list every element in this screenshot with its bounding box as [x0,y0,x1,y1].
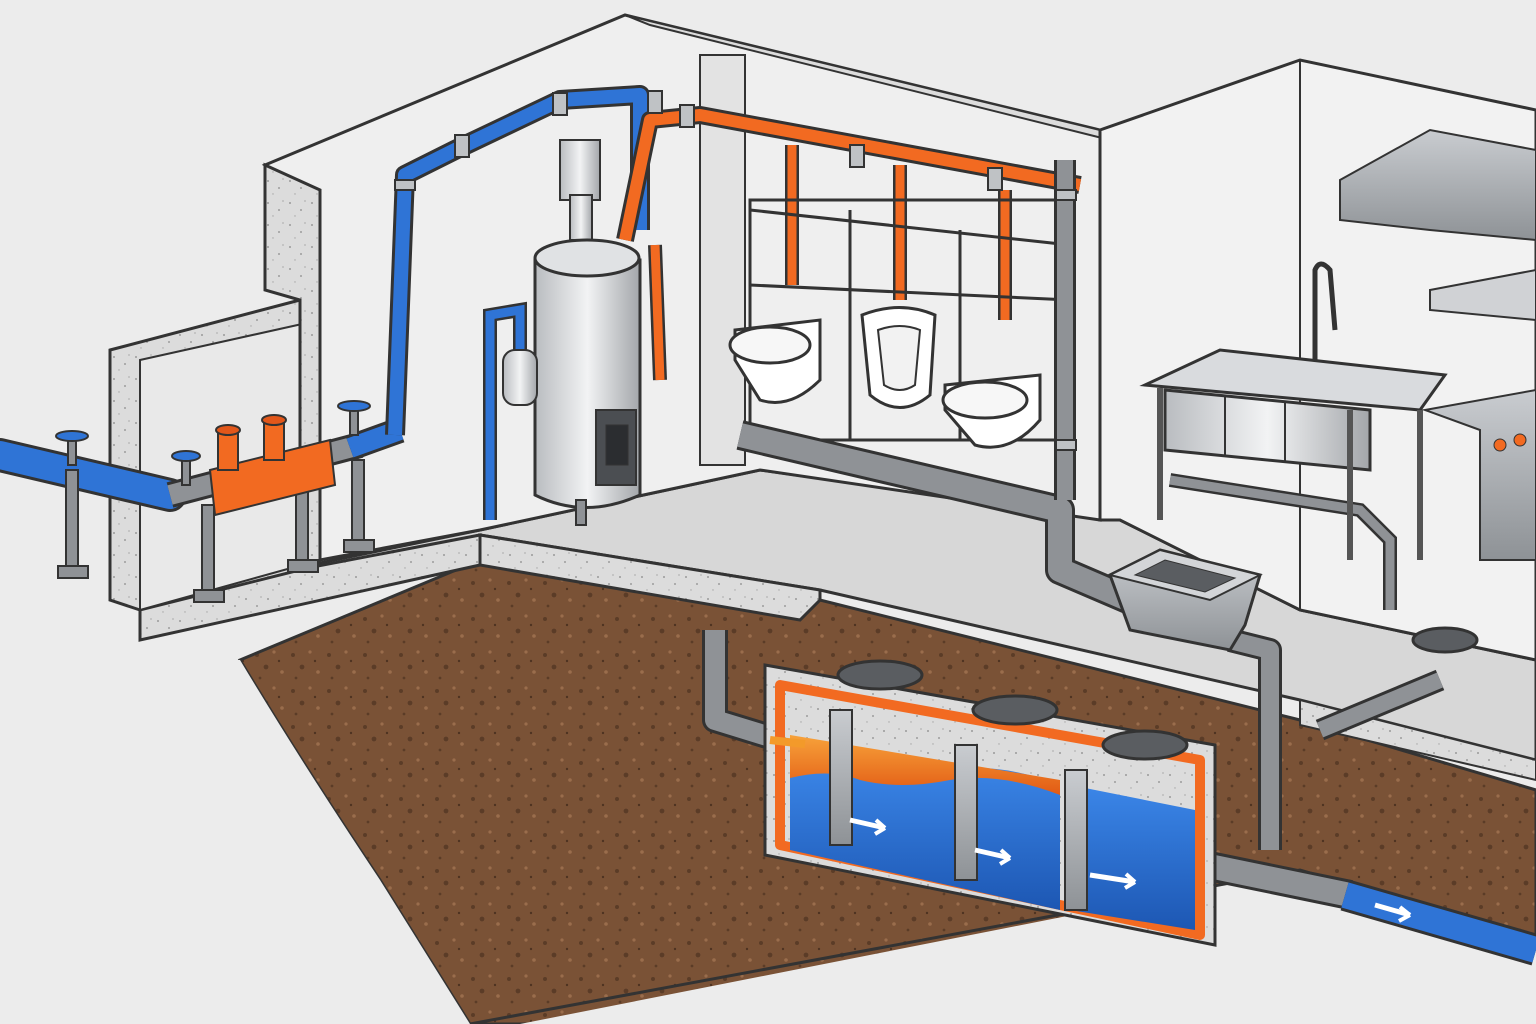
baffle-3 [1064,769,1088,911]
ground-surface [0,650,470,1024]
urinal [860,306,937,409]
three-compartment-sink [1139,261,1448,560]
kitchen-hood [1339,128,1536,242]
grease-layer [790,735,1060,795]
floor-drain [1411,626,1479,654]
range-oven [1421,268,1536,561]
manhole-cover-icon [1101,729,1189,761]
arrow-right-icon [1374,902,1411,918]
manhole-cover-icon [971,694,1059,726]
backflow-preventer [208,414,337,517]
arrow-right-icon [849,817,886,831]
manhole-cover-icon [836,659,924,691]
arrow-right-icon [769,736,806,748]
arrow-right-icon [1089,872,1136,885]
grease-interceptor [763,659,1412,947]
wall-toilet-right [941,373,1042,449]
water-heater [533,139,642,526]
baffle-2 [954,744,978,881]
pipe-clamps [394,90,1077,451]
ground-edge [470,870,1536,1024]
pipe-supports [57,459,375,603]
water-layer [790,762,1060,910]
expansion-tank [502,349,538,406]
cold-water-riser [385,85,650,520]
arrow-right-icon [974,847,1011,861]
floor-grease-trap [1107,548,1263,652]
valve-handle-icon [55,400,371,486]
wall-toilet-left [728,318,822,404]
slab-edge-mid [478,533,822,622]
baffle-1 [829,709,853,846]
